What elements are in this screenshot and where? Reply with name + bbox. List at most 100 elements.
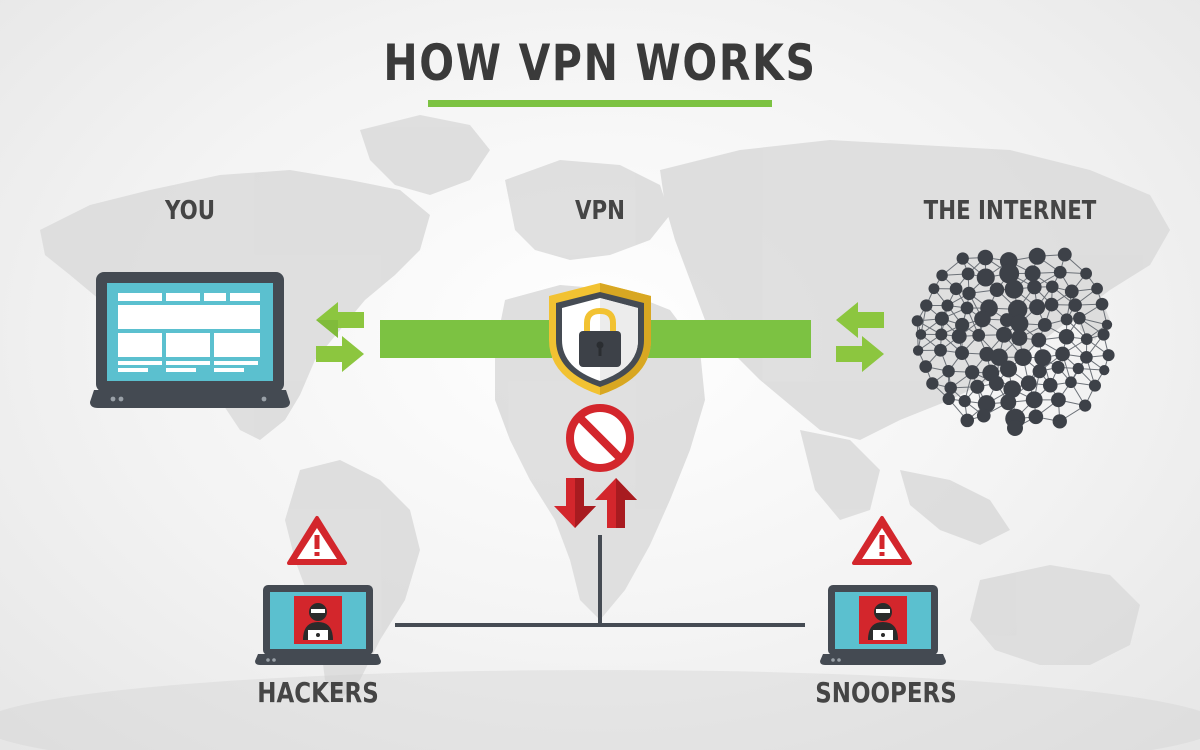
warning-icon-snoopers	[852, 516, 912, 565]
network-node	[974, 310, 991, 328]
network-node	[1051, 392, 1066, 408]
network-node	[1080, 333, 1093, 345]
snooper-laptop-icon	[820, 585, 946, 665]
internet-network-icon	[911, 247, 1115, 436]
network-node	[915, 329, 927, 340]
network-node	[942, 364, 955, 378]
network-node	[996, 326, 1013, 343]
network-node	[977, 249, 994, 266]
network-node	[1064, 284, 1079, 299]
label-you: YOU	[164, 196, 216, 226]
network-node	[1027, 279, 1042, 295]
network-node	[1010, 314, 1029, 333]
network-node	[951, 328, 967, 344]
network-node	[949, 282, 963, 296]
network-node	[1101, 319, 1113, 330]
network-node	[1000, 360, 1018, 378]
network-node	[1095, 297, 1109, 311]
network-node	[934, 343, 947, 357]
ground-shadow	[0, 670, 1200, 750]
arrow-right-out-icon	[316, 336, 364, 372]
tunnel-bar-right	[648, 320, 811, 358]
network-node	[1000, 394, 1017, 411]
eavesdrop-lines	[395, 535, 805, 627]
network-node	[941, 299, 954, 312]
network-node	[1008, 299, 1028, 320]
network-node	[955, 317, 970, 333]
network-node	[934, 311, 949, 326]
vpn-shield-icon	[549, 283, 651, 395]
network-node	[989, 282, 1005, 298]
network-node	[1004, 279, 1024, 299]
arrow-left-in-icon	[316, 302, 364, 338]
network-node	[1080, 267, 1092, 280]
arrow-left-in-icon-2	[836, 302, 884, 338]
network-node	[944, 381, 957, 395]
network-node	[1053, 265, 1067, 279]
blocked-traffic-arrows-icon	[554, 478, 637, 528]
network-node	[1099, 365, 1110, 376]
you-arrows	[316, 302, 364, 372]
network-node	[1051, 360, 1065, 374]
network-node	[999, 313, 1014, 328]
network-node	[912, 345, 924, 356]
network-node	[965, 365, 980, 380]
network-node	[1097, 328, 1110, 341]
network-node	[1102, 349, 1115, 362]
network-node	[1028, 409, 1044, 425]
network-node	[942, 392, 955, 406]
network-node	[1073, 311, 1086, 325]
network-node	[970, 379, 985, 394]
network-node	[1029, 299, 1046, 316]
network-node	[988, 375, 1004, 391]
network-node	[977, 395, 996, 413]
blocked-icon	[566, 404, 634, 472]
network-node	[1007, 420, 1023, 436]
network-node	[976, 268, 995, 287]
network-node	[1088, 379, 1101, 392]
network-node	[919, 360, 933, 373]
network-node	[1078, 399, 1092, 412]
label-vpn: VPN	[575, 196, 625, 226]
network-node	[926, 377, 939, 390]
network-node	[1031, 332, 1047, 348]
network-node	[1045, 280, 1059, 293]
title-underline	[428, 100, 772, 107]
network-node	[911, 315, 924, 327]
network-node	[1028, 247, 1046, 265]
lock-shackle	[584, 307, 616, 333]
network-node	[999, 263, 1020, 284]
network-node	[1080, 350, 1093, 364]
network-node	[961, 267, 975, 281]
network-node	[1014, 348, 1032, 367]
network-node	[1034, 349, 1052, 367]
network-node	[956, 252, 969, 265]
network-node	[990, 348, 1008, 366]
network-node	[920, 299, 933, 312]
network-node	[1091, 282, 1103, 295]
network-node	[1060, 313, 1073, 326]
tunnel-bar-left	[380, 320, 552, 358]
network-node	[1011, 329, 1028, 346]
warning-icon-hackers	[287, 516, 347, 565]
hacker-laptop-icon	[255, 585, 381, 665]
label-hackers: HACKERS	[257, 676, 379, 709]
network-node	[972, 328, 986, 342]
network-node	[1052, 414, 1067, 429]
network-node	[1042, 377, 1058, 393]
network-node	[955, 346, 970, 361]
network-node	[1057, 247, 1072, 262]
network-node	[1044, 297, 1059, 312]
network-node	[1037, 318, 1052, 332]
label-snoopers: SNOOPERS	[815, 676, 957, 709]
network-node	[1072, 362, 1084, 375]
network-node	[1068, 298, 1082, 312]
arrow-right-out-icon-2	[836, 336, 884, 372]
network-node	[936, 269, 948, 282]
network-node	[960, 301, 974, 315]
internet-arrows	[836, 302, 884, 372]
network-node	[935, 328, 948, 341]
network-node	[1065, 376, 1077, 389]
network-node	[962, 286, 976, 301]
